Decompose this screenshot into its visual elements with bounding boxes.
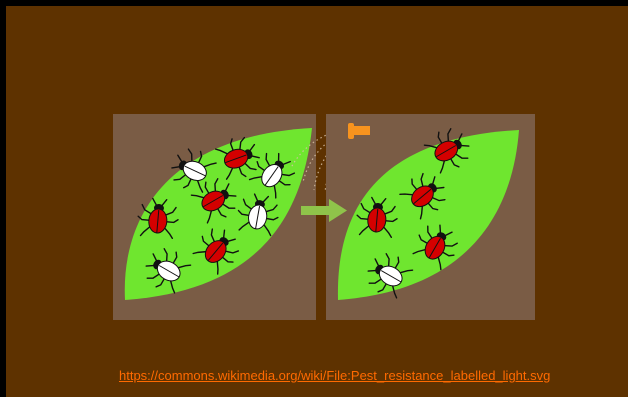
- before-panel: [113, 114, 316, 320]
- source-link[interactable]: https://commons.wikimedia.org/wiki/File:…: [119, 368, 550, 383]
- pest-resistance-diagram: [107, 110, 537, 324]
- after-panel: [326, 114, 535, 320]
